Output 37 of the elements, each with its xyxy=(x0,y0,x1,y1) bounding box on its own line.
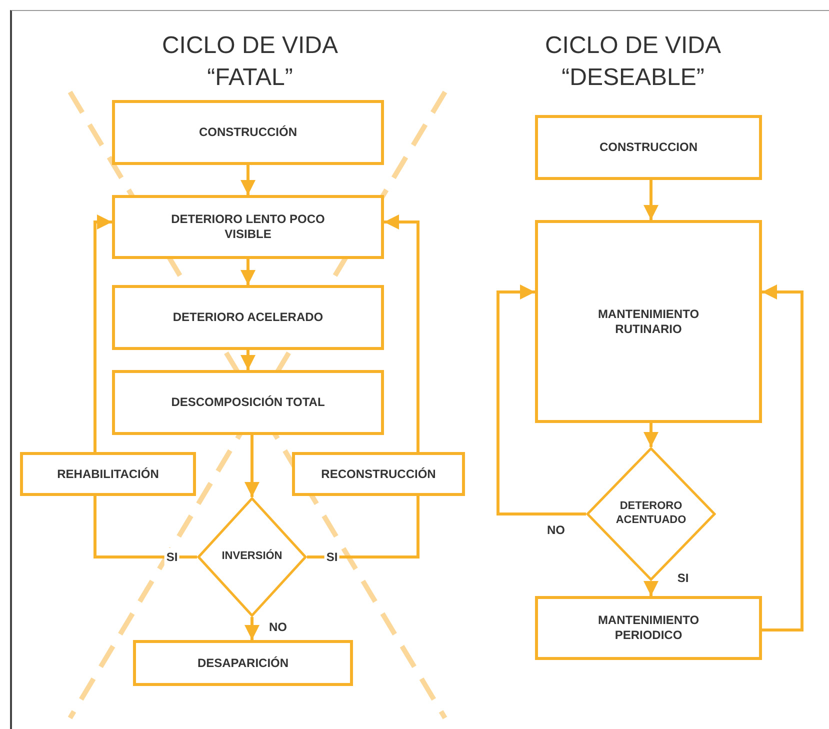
process-box xyxy=(535,220,762,423)
node-label: MANTENIMIENTO PERIODICO xyxy=(596,613,700,643)
node-label: DESAPARICIÓN xyxy=(196,656,290,670)
arrow xyxy=(644,581,658,596)
node-label: CONSTRUCCION xyxy=(598,140,698,155)
process-box xyxy=(112,195,384,259)
node-label: DETERIORO ACELERADO xyxy=(172,310,324,325)
process-box xyxy=(20,452,196,496)
node-label: DETERORO ACENTUADO xyxy=(614,500,688,528)
node-label: MANTENIMIENTO RUTINARIO xyxy=(596,306,700,336)
process-box xyxy=(535,115,762,180)
arrow xyxy=(244,435,260,497)
arrow xyxy=(94,214,112,452)
node-label: INVERSIÓN xyxy=(220,550,284,564)
node-label: RECONSTRUCCIÓN xyxy=(320,466,437,482)
edge-label: SI xyxy=(164,548,180,566)
process-box xyxy=(535,596,762,660)
arrow xyxy=(762,284,804,632)
node-label: DETERIORO LENTO POCO VISIBLE xyxy=(170,212,326,242)
node-label: CONSTRUCCIÓN xyxy=(198,125,298,140)
process-box xyxy=(112,285,384,350)
process-box xyxy=(133,640,353,686)
arrow xyxy=(644,423,658,447)
arrow xyxy=(240,259,256,285)
arrow xyxy=(240,165,256,195)
decision-diamond xyxy=(586,447,716,581)
arrow xyxy=(384,214,420,452)
process-box xyxy=(292,452,465,496)
process-box xyxy=(112,100,384,165)
node-label: DESCOMPOSICIÓN TOTAL xyxy=(170,395,326,410)
decision-diamond xyxy=(197,497,307,617)
arrow xyxy=(240,350,256,370)
arrow xyxy=(644,180,658,220)
arrow xyxy=(496,284,586,516)
arrow xyxy=(244,617,260,640)
process-box xyxy=(112,370,384,435)
node-label: REHABILITACIÓN xyxy=(56,466,160,482)
